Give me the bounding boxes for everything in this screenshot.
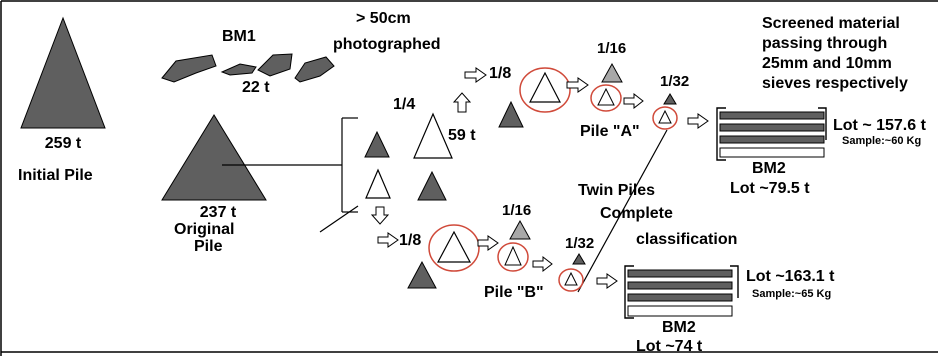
- upper-eighth-reject-triangle: [498, 100, 524, 128]
- lot-b-sieve-bar-2: [627, 281, 733, 290]
- lower-thirty-second-reject-triangle: [572, 253, 586, 265]
- lower-sixteenth-triangle: [509, 219, 531, 240]
- lower-sixteenth-kept-triangle: [504, 245, 522, 266]
- lot-b-amount: Lot ~163.1 t: [746, 268, 835, 285]
- arrow-to-upper-thirty-second: [623, 92, 644, 110]
- lot-b-bm2: BM2: [662, 319, 696, 336]
- lot-b-sieve-bar-1: [627, 269, 733, 278]
- lower-branch-graphics: [377, 219, 618, 292]
- lower-thirty-second-kept-triangle: [564, 271, 578, 286]
- arrow-to-upper-sixteenth: [566, 77, 589, 93]
- pile-a-label: Pile "A": [580, 123, 640, 140]
- rock-1: [161, 54, 217, 83]
- lot-b-sieve-bar-3: [627, 293, 733, 302]
- lot-a-bm2: BM2: [752, 160, 786, 177]
- lot-a-amount: Lot ~ 157.6 t: [833, 117, 926, 134]
- arrow-to-lot-b: [596, 273, 618, 289]
- upper-thirty-second-label: 1/32: [660, 73, 690, 90]
- lot-a-sieve-bar-3: [719, 135, 825, 144]
- quarter-label: 1/4: [393, 96, 416, 113]
- lot-a-fines-bar: [719, 147, 825, 158]
- split-arrows: [370, 92, 472, 225]
- lower-sixteenth-label: 1/16: [502, 202, 532, 219]
- twin-piles-line: [577, 129, 668, 293]
- screened-note-line3: 25mm and 10mm: [762, 55, 892, 72]
- quarter-mass: 59 t: [448, 127, 476, 144]
- initial-pile-triangle: [20, 16, 106, 129]
- lot-b-sieve-stack: [624, 265, 739, 319]
- bm1-mass: 22 t: [242, 79, 270, 96]
- lot-a-bracket: [716, 107, 726, 161]
- original-pile-line1: Original: [174, 221, 235, 238]
- rock-2: [220, 63, 257, 76]
- lot-a-sieve-bar-2: [719, 123, 825, 132]
- quarter-triangle-top-right: [413, 112, 453, 159]
- upper-sixteenth-kept-triangle: [597, 87, 615, 106]
- twin-piles-line3: classification: [636, 231, 738, 248]
- down-arrow: [370, 206, 390, 225]
- arrow-to-lower-eighth: [377, 232, 399, 248]
- quarter-triangle-bottom-left: [365, 168, 391, 199]
- screened-note-line1: Screened material: [762, 15, 900, 32]
- lot-a-sieve-bar-1: [719, 111, 825, 120]
- photographed-line1: > 50cm: [356, 10, 411, 27]
- screened-note-line2: passing through: [762, 35, 888, 52]
- lower-eighth-triangle: [437, 230, 471, 263]
- upper-sixteenth-circle: [590, 84, 622, 112]
- lower-sixteenth-circle: [497, 242, 529, 272]
- split-bracket: [319, 117, 359, 233]
- lot-a-bm2-lot: Lot ~79.5 t: [730, 180, 810, 197]
- lot-a-sieve-stack: [716, 107, 827, 161]
- initial-pile-label: Initial Pile: [18, 167, 93, 184]
- upper-thirty-second-circle: [652, 106, 678, 130]
- lot-a-sample: Sample:~60 Kg: [842, 135, 922, 147]
- quarter-triangle-top-left: [364, 130, 390, 158]
- original-pile-triangle: [161, 114, 267, 201]
- upper-sixteenth-label: 1/16: [597, 40, 627, 57]
- arrow-to-lot-a: [687, 113, 709, 129]
- lot-b-bracket-right: [730, 265, 739, 298]
- lot-b-bm2-lot: Lot ~74 t: [636, 338, 703, 355]
- lot-b-sample: Sample:~65 Kg: [752, 288, 832, 300]
- rock-4: [294, 56, 335, 83]
- pile-b-label: Pile "B": [484, 284, 544, 301]
- original-pile-mass: 237 t: [199, 204, 237, 221]
- screened-note-line4: sieves respectively: [762, 75, 908, 92]
- original-pile-line2: Pile: [194, 238, 223, 255]
- photographed-line2: photographed: [333, 36, 441, 53]
- lot-a-bracket-right: [818, 107, 827, 140]
- lower-eighth-circle: [428, 224, 480, 272]
- upper-thirty-second-reject-triangle: [663, 93, 677, 105]
- lot-b-bracket: [624, 265, 634, 319]
- upper-sixteenth-triangle: [601, 62, 623, 83]
- up-arrow: [452, 92, 472, 113]
- lot-b-fines-bar: [627, 305, 733, 317]
- arrow-to-lower-sixteenth: [477, 235, 499, 251]
- rock-3: [257, 53, 293, 77]
- twin-piles-line2: Complete: [600, 205, 673, 222]
- upper-eighth-triangle: [529, 71, 561, 103]
- arrow-to-upper-eighth: [464, 67, 487, 83]
- arrow-to-lower-thirty-second: [532, 255, 553, 273]
- twin-piles-line1: Twin Piles: [578, 182, 656, 199]
- initial-pile-mass: 259 t: [44, 135, 82, 152]
- upper-branch-graphics: [464, 62, 709, 130]
- quarter-triangle-bottom-right: [417, 170, 447, 201]
- bm1-title: BM1: [222, 28, 256, 45]
- upper-thirty-second-kept-triangle: [658, 109, 672, 124]
- lower-eighth-label: 1/8: [399, 232, 422, 249]
- lower-thirty-second-circle: [558, 268, 584, 292]
- lower-eighth-reject-triangle: [407, 260, 437, 289]
- bm1-rocks: [161, 53, 335, 83]
- upper-eighth-circle: [519, 67, 571, 113]
- lower-thirty-second-label: 1/32: [565, 235, 595, 252]
- upper-eighth-label: 1/8: [489, 65, 512, 82]
